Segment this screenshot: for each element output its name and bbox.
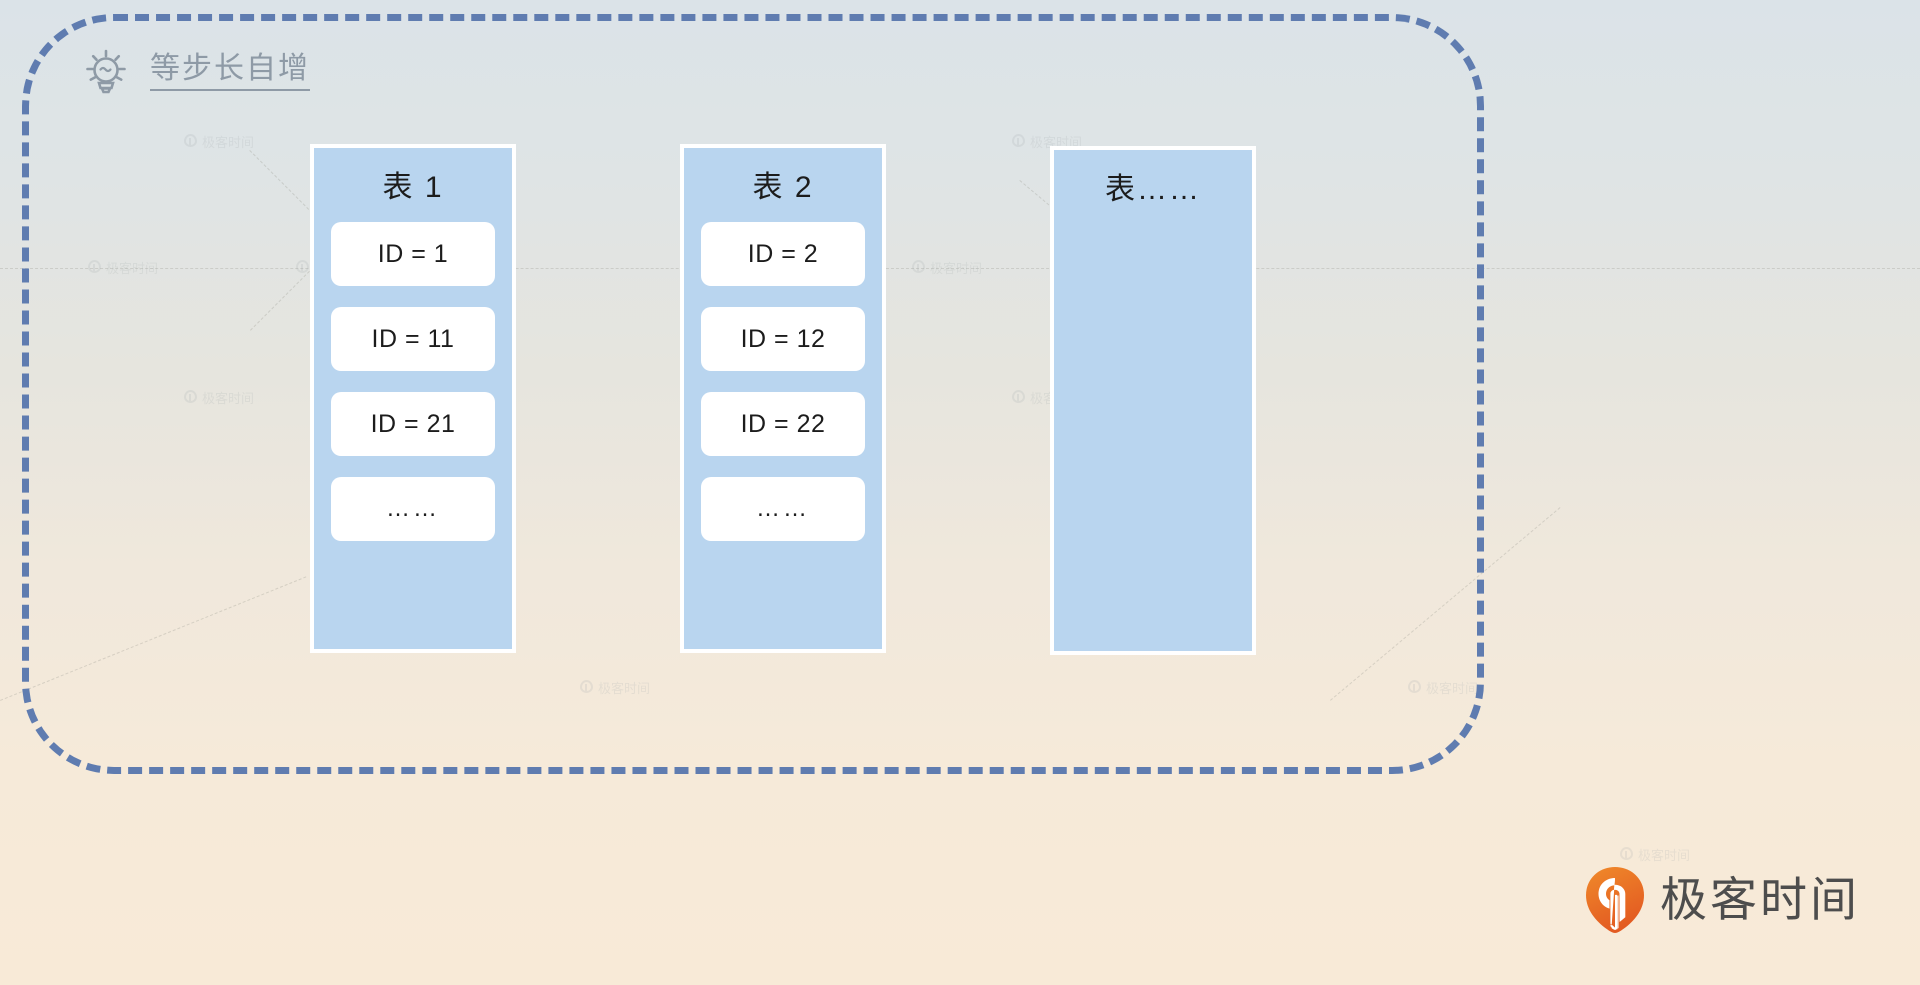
id-row: ID = 11 [331,307,495,371]
table-card: 表 1 ID = 1 ID = 11 ID = 21 …… [310,144,516,653]
id-row: ID = 12 [701,307,865,371]
table-title: 表 1 [382,171,444,204]
dashed-border-frame [22,14,1484,774]
id-row: ID = 21 [331,392,495,456]
watermark-text: 极客时间 [1638,848,1691,863]
logo-text: 极客时间 [1660,872,1860,928]
id-row-ellipsis: …… [701,477,865,541]
table-title: 表 2 [752,171,814,204]
id-row: ID = 22 [701,392,865,456]
id-row-ellipsis: …… [331,477,495,541]
lightbulb-icon [78,44,134,100]
slide-header: 等步长自增 [78,44,310,100]
page-title: 等步长自增 [150,53,310,91]
id-row: ID = 2 [701,222,865,286]
id-row-list: ID = 2 ID = 12 ID = 22 …… [684,222,882,541]
table-card: 表…… [1050,146,1256,655]
table-card: 表 2 ID = 2 ID = 12 ID = 22 …… [680,144,886,653]
brand-logo: 极客时间 [1584,865,1860,935]
id-row-list: ID = 1 ID = 11 ID = 21 …… [314,222,512,541]
geektime-pin-icon [1584,865,1646,935]
table-title: 表…… [1105,173,1201,206]
id-row: ID = 1 [331,222,495,286]
